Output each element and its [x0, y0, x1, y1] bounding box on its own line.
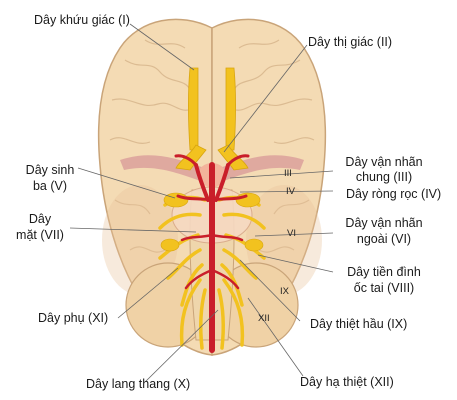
label-glossopharyngeal-nerve: Dây thiệt hầu (IX) [310, 317, 408, 331]
label-trigeminal-line1: Dây sinh [25, 163, 75, 177]
label-facial-line1: Dây [28, 212, 52, 226]
numeral-VI: VI [287, 228, 296, 239]
label-abducens-line1: Dây vận nhãn [345, 216, 423, 230]
label-hypoglossal-nerve: Dây hạ thiệt (XII) [300, 375, 394, 389]
numeral-III: III [284, 168, 292, 179]
label-trigeminal-line2: ba (V) [32, 179, 68, 193]
label-oculomotor-line1: Dây vận nhãn [345, 155, 423, 169]
numeral-IX: IX [280, 286, 289, 297]
label-trochlear-nerve: Dây ròng rọc (IV) [346, 187, 442, 201]
numeral-XII: XII [258, 313, 270, 324]
label-vestibulocochlear-line2: ốc tai (VIII) [353, 281, 415, 295]
label-abducens-line2: ngoài (VI) [356, 232, 412, 246]
arteries [174, 154, 250, 353]
label-oculomotor-line2: chung (III) [355, 170, 413, 184]
label-accessory-nerve: Dây phụ (XI) [38, 311, 109, 325]
label-vagus-nerve: Dây lang thang (X) [86, 377, 191, 391]
label-olfactory-nerve: Dây khứu giác (I) [34, 13, 130, 27]
label-optic-nerve: Dây thị giác (II) [308, 35, 393, 49]
label-facial-line2: mặt (VII) [16, 228, 64, 242]
label-vestibulocochlear-line1: Dây tiền đình [347, 265, 421, 279]
olfactory-nerves [175, 67, 249, 171]
leader-lines [69, 23, 334, 383]
numeral-IV: IV [286, 186, 295, 197]
